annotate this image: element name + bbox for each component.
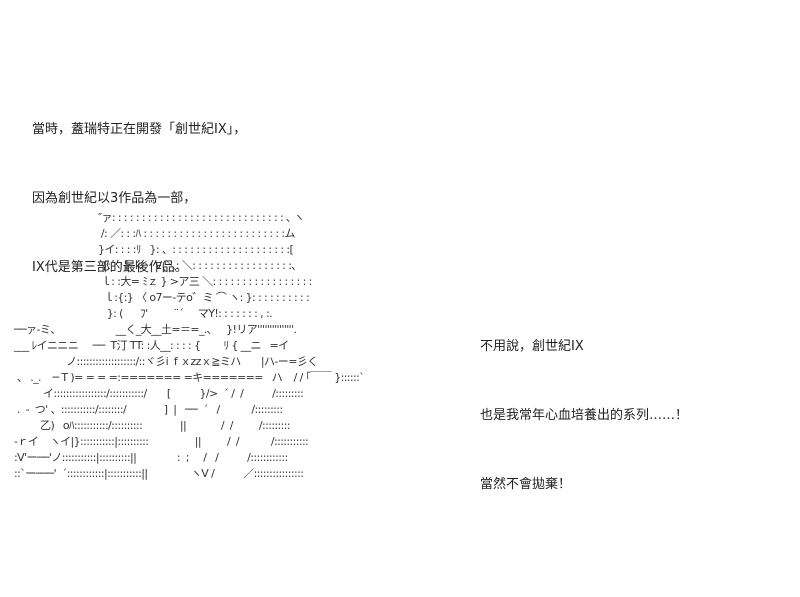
- ascii-art-line: }イ: : : :ﾘ }: 、: : : : : : : : : : : : :…: [14, 243, 294, 256]
- ascii-art-line: イ:::::::::::::::::/:::::::::::/ [ }/> ´ …: [14, 387, 304, 400]
- narration-right: 不用說，創世紀IX 也是我常年心血培養出的系列……！ 當然不會拋棄！: [480, 289, 688, 519]
- narration-line: IX代是第三部的最後作品。: [32, 260, 188, 275]
- narration-top: 當時，蓋瑞特正在開發「創世紀IX」， 因為創世紀以3作品為一部， IX代是第三部…: [32, 72, 246, 302]
- ascii-art-line: }: ( ﾌ' ¨´ マY!: : : : : : : , :.: [14, 307, 273, 320]
- narration-line: 當時，蓋瑞特正在開發「創世紀IX」，: [32, 122, 247, 137]
- narration-line: 不用說，創世紀IX: [480, 339, 584, 354]
- ascii-art-line: ──ァ-ミ、 __く_大__土=＝=_.､ }!リア''''''''''''''…: [14, 323, 297, 336]
- ascii-art-line: ″ァ: : : : : : : : : : : : : : : : : : : …: [14, 211, 305, 224]
- ascii-art-line: ｌ: :大= ﾐｚ } >ア三 ＼: : : : : : : : : : : :…: [14, 275, 312, 288]
- ascii-art-line: {: : :卜ｋ V(＼: ＼: : : : : : : : : : : : :…: [14, 259, 297, 272]
- narration-line: 也是我常年心血培養出的系列……！: [480, 408, 689, 423]
- narration-line: 因為創世紀以3作品為一部，: [32, 191, 197, 206]
- ascii-art-line: ｌ:{:} 〈 o7ー-テo゛ミ ⌒ ヽ: }: : : : : : : : :…: [14, 291, 310, 304]
- ascii-art-line: -ｒイ ヽイ|}:::::::::::|:::::::::: || / / /:…: [14, 435, 309, 448]
- ascii-art-line: . - つ' 、:::::::::::/::::::::/ ] | ── ´ /…: [14, 403, 283, 416]
- ascii-art-line: 、 ._. ─ T )= = = =:======= =キ======= ハ /…: [14, 371, 365, 384]
- ascii-art-line: 乙) oﾊ:::::::::::/:::::::::: || / / /::::…: [14, 419, 291, 432]
- narration-line: 當然不會拋棄！: [480, 477, 572, 492]
- ascii-art-line: ノ:::::::::::::::::::/::ヾ彡i f ｘzzｘ≧ミハ |ハ-…: [14, 355, 318, 368]
- ascii-art-line: /: ／: : :ﾊ : : : : : : : : : : : : : : :…: [14, 227, 296, 240]
- ascii-art-line: ::`ー───' ´::::::::::::|:::::::::::|| ヽV …: [14, 467, 304, 480]
- ascii-art-line: :V'ー──'ノ:::::::::::|::::::::::|| : ; / /…: [14, 451, 288, 464]
- ascii-art-character: ″ァ: : : : : : : : : : : : : : : : : : : …: [14, 210, 365, 482]
- ascii-art-line: ___ ﾚイニニニ ── T汀 TT: :人__: : : : { ﾘ { __…: [14, 339, 289, 352]
